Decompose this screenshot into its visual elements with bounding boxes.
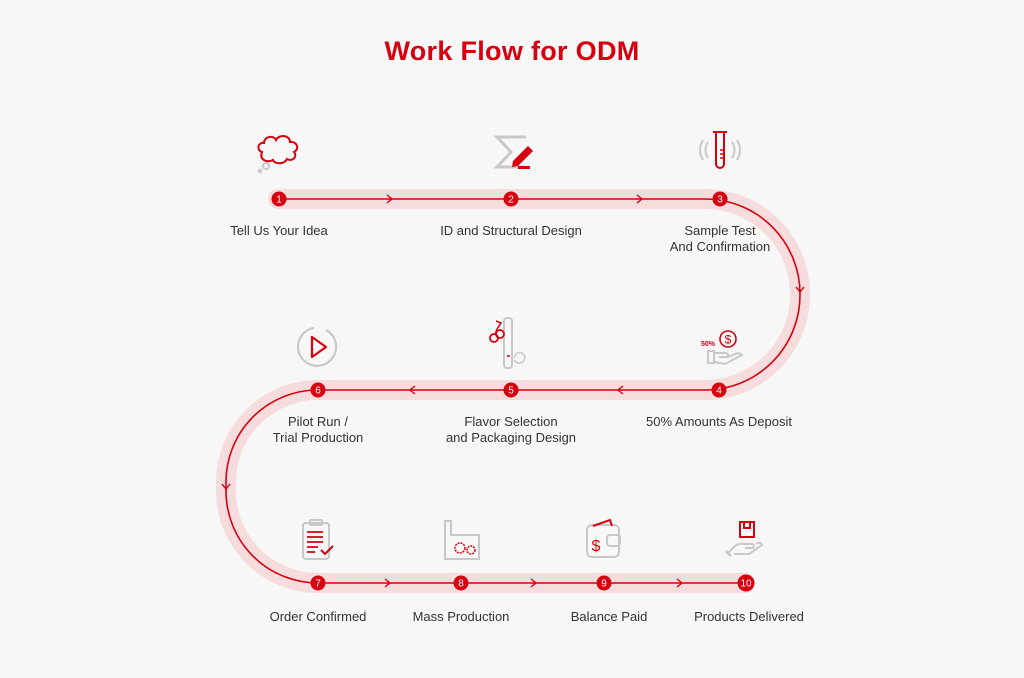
step-label-4: 50% Amounts As Deposit <box>646 414 792 429</box>
step-node-circle <box>453 575 469 591</box>
step-node-circle <box>310 575 326 591</box>
hand-coin-icon: $ 50% <box>695 325 755 375</box>
arrow-left-icon <box>408 385 416 395</box>
page-title: Work Flow for ODM <box>384 36 640 66</box>
step-node-7: 7 <box>310 575 326 591</box>
clipboard-check-icon <box>288 515 348 565</box>
step-label-9: Balance Paid <box>570 609 648 624</box>
step-node-circle <box>271 191 287 207</box>
hand-box-icon <box>716 515 776 565</box>
arrow-down-icon <box>221 483 231 491</box>
sigma-pencil-icon <box>481 128 541 178</box>
step-node-3: 3 <box>712 191 728 207</box>
step-number: 9 <box>601 579 607 590</box>
arrow-right-icon <box>636 194 644 204</box>
thought-cloud-icon <box>250 130 310 180</box>
test-tube-icon <box>690 128 750 178</box>
step-number: 10 <box>740 579 752 590</box>
step-node-circle <box>310 382 326 398</box>
step-node-10: 10 <box>737 574 755 592</box>
play-circle-icon <box>288 322 348 372</box>
step-number: 7 <box>315 579 321 590</box>
step-node-circle <box>712 191 728 207</box>
arrow-right-icon <box>676 578 684 588</box>
arrow-left-icon <box>616 385 624 395</box>
step-label-1: Tell Us Your Idea <box>230 223 328 238</box>
step-node-6: 6 <box>310 382 326 398</box>
step-number: 5 <box>508 386 514 397</box>
step-label-10: Products Delivered <box>694 609 804 624</box>
arrow-right-icon <box>386 194 394 204</box>
wallet-dollar-icon: $ <box>573 515 633 565</box>
step-node-4: 4 <box>711 382 727 398</box>
step-node-circle <box>596 575 612 591</box>
step-node-circle <box>503 191 519 207</box>
step-node-circle <box>503 382 519 398</box>
step-label-8: Mass Production <box>412 609 510 624</box>
arrow-right-icon <box>384 578 392 588</box>
vape-fruit-icon <box>481 315 541 369</box>
step-node-circle <box>711 382 727 398</box>
step-number: 4 <box>716 386 722 397</box>
arrow-down-icon <box>795 286 805 294</box>
step-node-1: 1 <box>271 191 287 207</box>
step-number: 6 <box>315 386 321 397</box>
step-label-7: Order Confirmed <box>269 609 367 624</box>
step-node-8: 8 <box>453 575 469 591</box>
factory-gears-icon <box>432 515 492 565</box>
step-number: 2 <box>508 195 514 206</box>
step-node-circle <box>737 574 755 592</box>
arrow-right-icon <box>530 578 538 588</box>
step-number: 8 <box>458 579 464 590</box>
step-label-2: ID and Structural Design <box>440 223 582 238</box>
step-node-5: 5 <box>503 382 519 398</box>
deposit-percent-text: 50% <box>701 341 716 348</box>
step-number: 1 <box>276 195 282 206</box>
step-node-2: 2 <box>503 191 519 207</box>
step-number: 3 <box>717 195 723 206</box>
step-label-6: Pilot Run /Trial Production <box>272 414 364 445</box>
svg-text:$: $ <box>725 333 732 347</box>
step-node-9: 9 <box>596 575 612 591</box>
svg-text:$: $ <box>592 538 601 555</box>
